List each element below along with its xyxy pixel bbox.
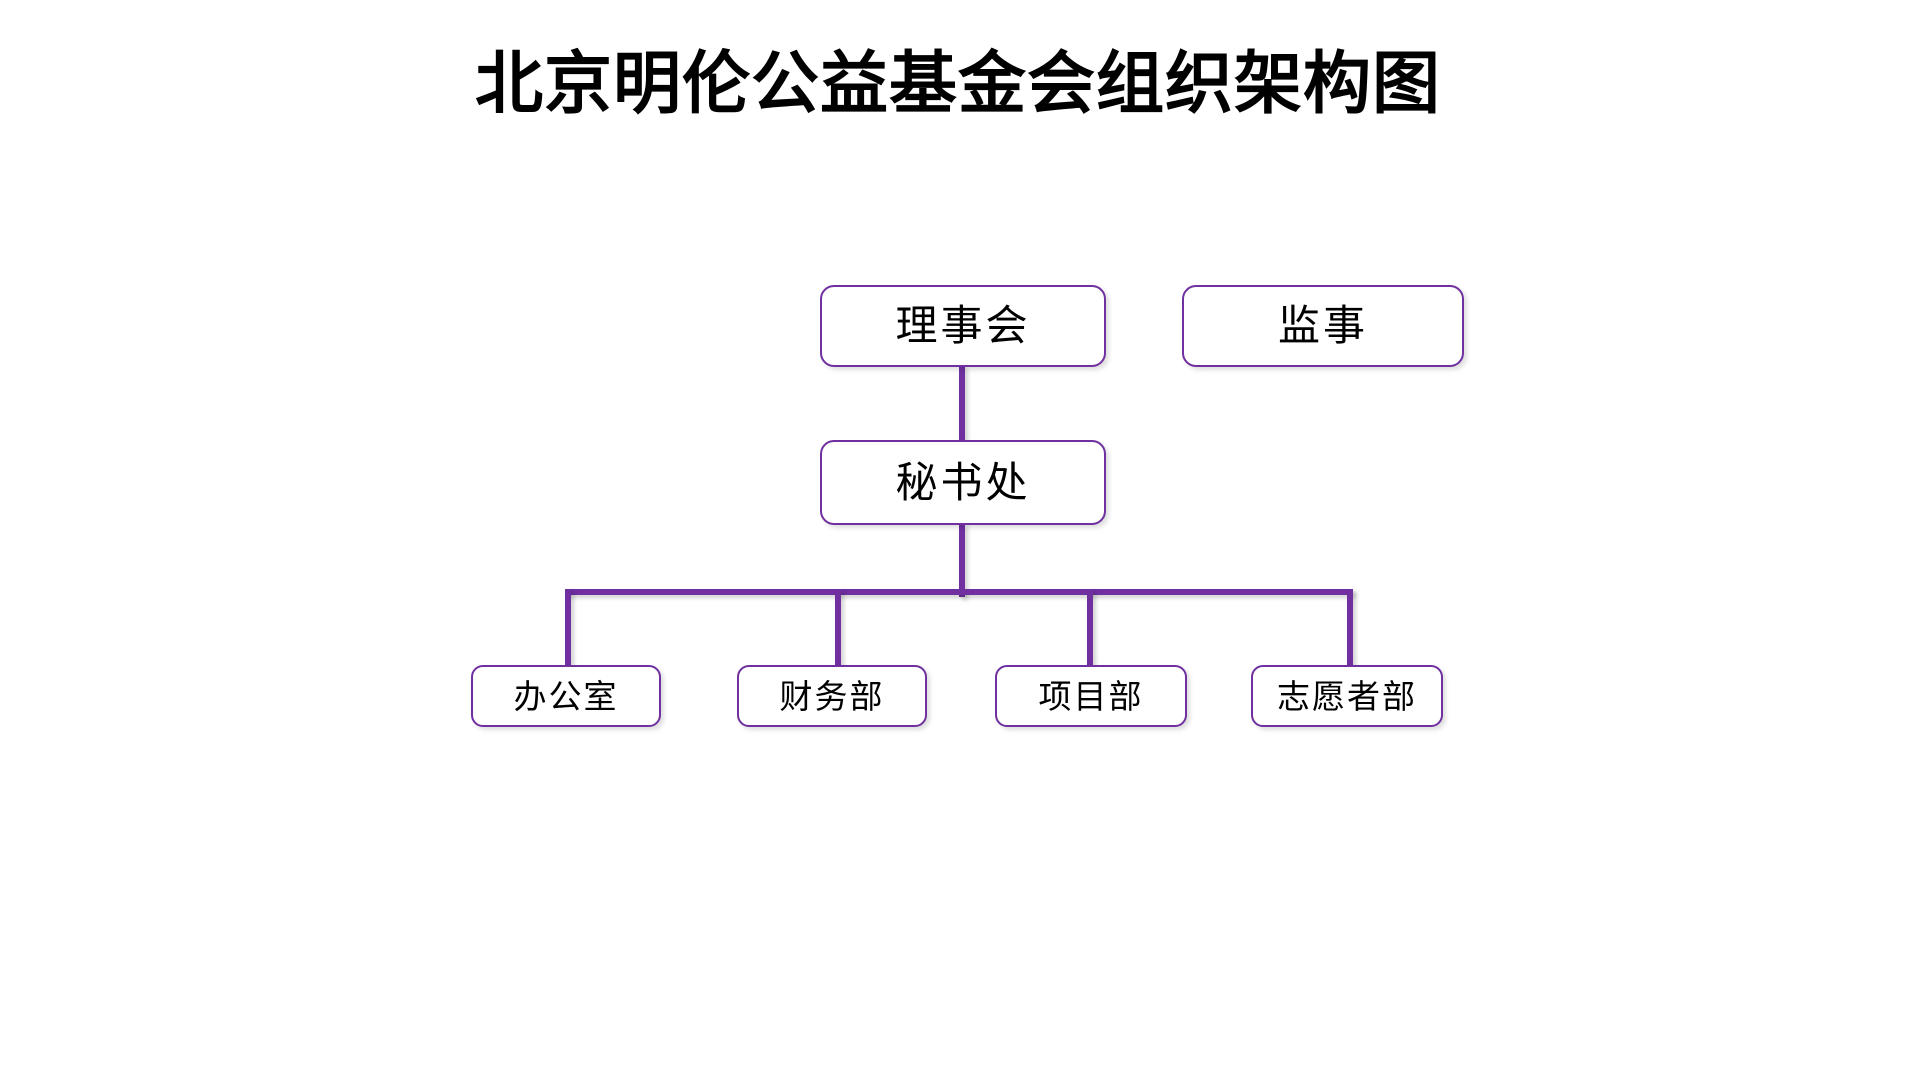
org-node-project-label: 项目部 [1038,677,1144,715]
org-node-volunteer[interactable]: 志愿者部 [1251,665,1443,727]
org-node-secretariat-label: 秘书处 [895,458,1031,506]
org-node-finance[interactable]: 财务部 [737,665,927,727]
org-node-secretariat[interactable]: 秘书处 [820,440,1106,525]
page-title: 北京明伦公益基金会组织架构图 [474,46,1441,122]
connector-horizontal-bus [565,589,1353,595]
connector-secretariat-stem [959,523,965,597]
org-node-supervisor[interactable]: 监事 [1182,285,1464,367]
connector-board-to-secretariat [959,365,965,443]
org-node-supervisor-label: 监事 [1277,302,1368,349]
connector-drop-finance [835,589,841,668]
org-node-finance-label: 财务部 [779,677,885,715]
org-node-project[interactable]: 项目部 [995,665,1187,727]
connector-drop-office [565,589,571,668]
org-node-office-label: 办公室 [513,677,619,715]
org-node-volunteer-label: 志愿者部 [1277,677,1417,715]
org-node-office[interactable]: 办公室 [471,665,661,727]
org-node-board-label: 理事会 [895,302,1031,349]
connector-drop-project [1087,589,1093,668]
connector-drop-volunteer [1347,589,1353,668]
org-node-board[interactable]: 理事会 [820,285,1106,367]
